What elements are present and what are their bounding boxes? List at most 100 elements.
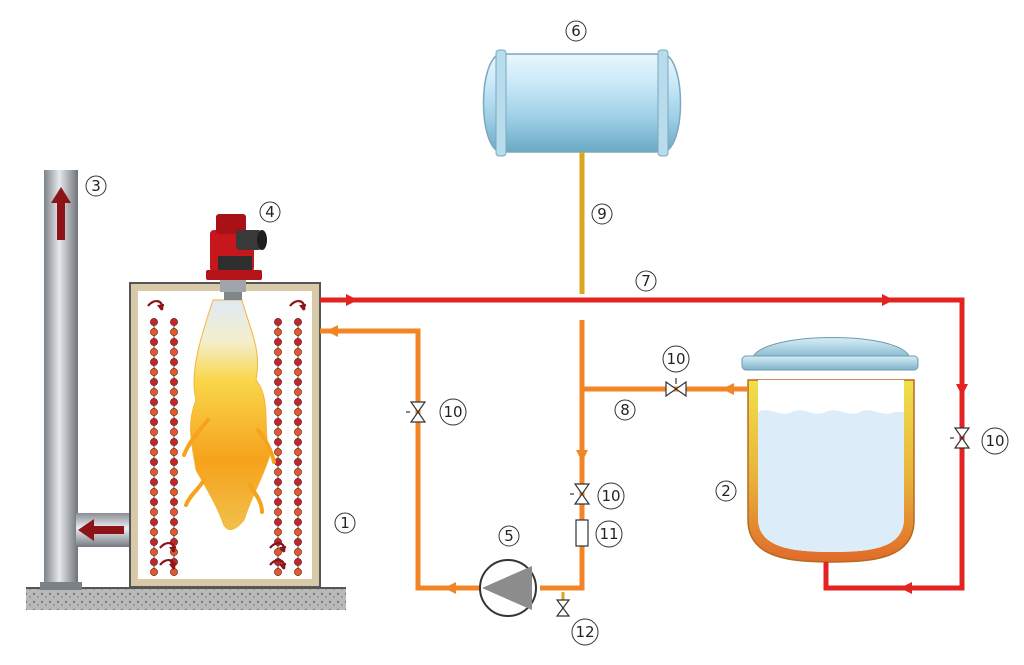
coil-tube [274, 338, 282, 346]
svg-text:2: 2 [721, 482, 731, 500]
coil-tube [294, 348, 302, 356]
burner-flame [190, 299, 271, 530]
gas-flow-arrow-icon [269, 542, 287, 553]
coil-tube [274, 488, 282, 496]
svg-text:11: 11 [599, 525, 618, 543]
hot-oil-supply-line [320, 297, 965, 591]
coil-tube [170, 438, 178, 446]
coil-tube [274, 478, 282, 486]
coil-tube [170, 528, 178, 536]
coil-tube [294, 438, 302, 446]
circulation-pump [479, 559, 537, 617]
label-burner: 4 [259, 201, 281, 223]
filter-icon [575, 519, 589, 547]
coil-tube [170, 398, 178, 406]
coil-tube [150, 368, 158, 376]
coil-tube [294, 538, 302, 546]
coil-tube [150, 318, 158, 326]
coil-tube [150, 338, 158, 346]
svg-text:9: 9 [597, 205, 607, 223]
label-drain-valve: 12 [571, 618, 599, 646]
label-valve: 10 [662, 345, 690, 373]
svg-text:4: 4 [265, 203, 275, 221]
coil-tube [294, 388, 302, 396]
coil-tube [294, 418, 302, 426]
coil-tube [274, 358, 282, 366]
coil-tube [274, 528, 282, 536]
coil-tube [150, 528, 158, 536]
coil-tube [150, 458, 158, 466]
jacketed-reactor [741, 337, 919, 563]
coil-tube [170, 568, 178, 576]
coil-tube [274, 348, 282, 356]
coil-tube [170, 318, 178, 326]
coil-tube [170, 508, 178, 516]
label-valve: 10 [597, 482, 625, 510]
coil-tube [294, 528, 302, 536]
svg-text:10: 10 [985, 432, 1004, 450]
coil-tube [294, 398, 302, 406]
gas-flow-arrow-icon [269, 559, 287, 570]
coil-tube [170, 458, 178, 466]
coil-tube [274, 438, 282, 446]
coil-tube [150, 378, 158, 386]
coil-tube [274, 468, 282, 476]
coil-tube [170, 498, 178, 506]
flow-arrows [326, 294, 968, 594]
coil-tube [170, 338, 178, 346]
coil-tube [294, 518, 302, 526]
coil-tube [170, 368, 178, 376]
coil-tube [150, 438, 158, 446]
coil-tube [150, 488, 158, 496]
coil-tube [150, 548, 158, 556]
svg-text:7: 7 [641, 272, 651, 290]
svg-text:5: 5 [504, 527, 514, 545]
coil-tube [294, 568, 302, 576]
label-valve: 10 [439, 398, 467, 426]
coil-tube [150, 398, 158, 406]
coil-tube [274, 408, 282, 416]
coil-tube [294, 378, 302, 386]
coil-tube [274, 498, 282, 506]
flue-up-arrow-icon [51, 187, 71, 240]
coil-tube [150, 468, 158, 476]
valve-icon [406, 378, 971, 617]
coil-tube [150, 518, 158, 526]
coil-tube [274, 328, 282, 336]
coil-tube [294, 508, 302, 516]
coil-tube [274, 518, 282, 526]
coil-tube [170, 388, 178, 396]
coil-tube [274, 448, 282, 456]
svg-text:10: 10 [601, 487, 620, 505]
coil-tubes [147, 300, 307, 576]
coil-tube [294, 358, 302, 366]
coil-tube [170, 468, 178, 476]
coil-tube [274, 378, 282, 386]
svg-text:1: 1 [340, 514, 350, 532]
coil-tube [294, 458, 302, 466]
coil-tube [294, 408, 302, 416]
coil-tube [150, 348, 158, 356]
coil-tube [150, 558, 158, 566]
coil-tube [294, 428, 302, 436]
label-filter: 11 [595, 520, 623, 548]
coil-tube [150, 428, 158, 436]
coil-tube [294, 338, 302, 346]
thermal-oil-heater [129, 282, 321, 588]
coil-tube [150, 508, 158, 516]
coil-tube [170, 408, 178, 416]
flue-duct [76, 513, 132, 547]
gas-flow-arrow-icon [147, 300, 165, 311]
coil-tube [170, 328, 178, 336]
coil-tube [294, 318, 302, 326]
chimney [40, 170, 82, 590]
coil-tube [294, 448, 302, 456]
coil-tube [274, 368, 282, 376]
coil-tube [150, 478, 158, 486]
flue-left-arrow-icon [78, 519, 124, 541]
coil-tube [170, 488, 178, 496]
ground [26, 588, 346, 610]
coil-tube [150, 388, 158, 396]
coil-tube [150, 448, 158, 456]
coil-tube [274, 508, 282, 516]
